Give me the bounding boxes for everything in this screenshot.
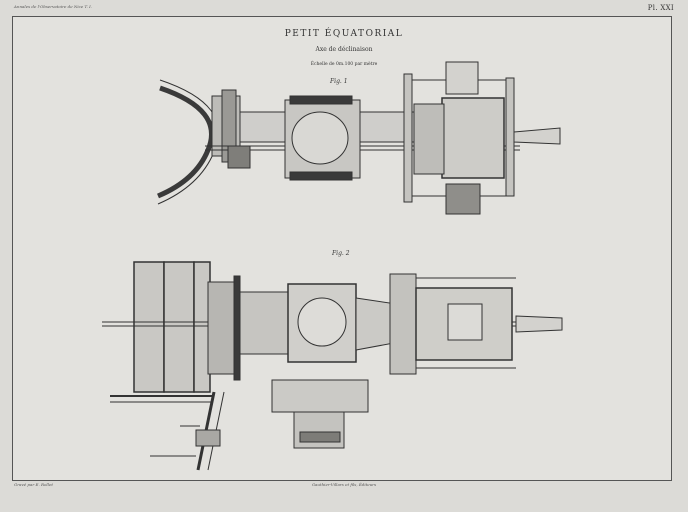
plate-number: Pl. XXI (647, 4, 674, 12)
figure-2-label: Fig. 2 (332, 250, 350, 257)
engraver-credit: Gravé par E. Rollet (14, 482, 53, 487)
publisher-credit: Gauthier-Villars et fils, Éditeurs (311, 482, 377, 487)
header-annals-label: Annales de l'Observatoire de Nice T. I. (14, 4, 92, 9)
figure-1-label: Fig. 1 (330, 78, 348, 85)
plate-subtitle: Axe de déclinaison (315, 46, 373, 53)
scale-note: Échelle de 0m.100 par mètre (310, 62, 378, 67)
plate-title: PETIT ÉQUATORIAL (284, 29, 404, 39)
